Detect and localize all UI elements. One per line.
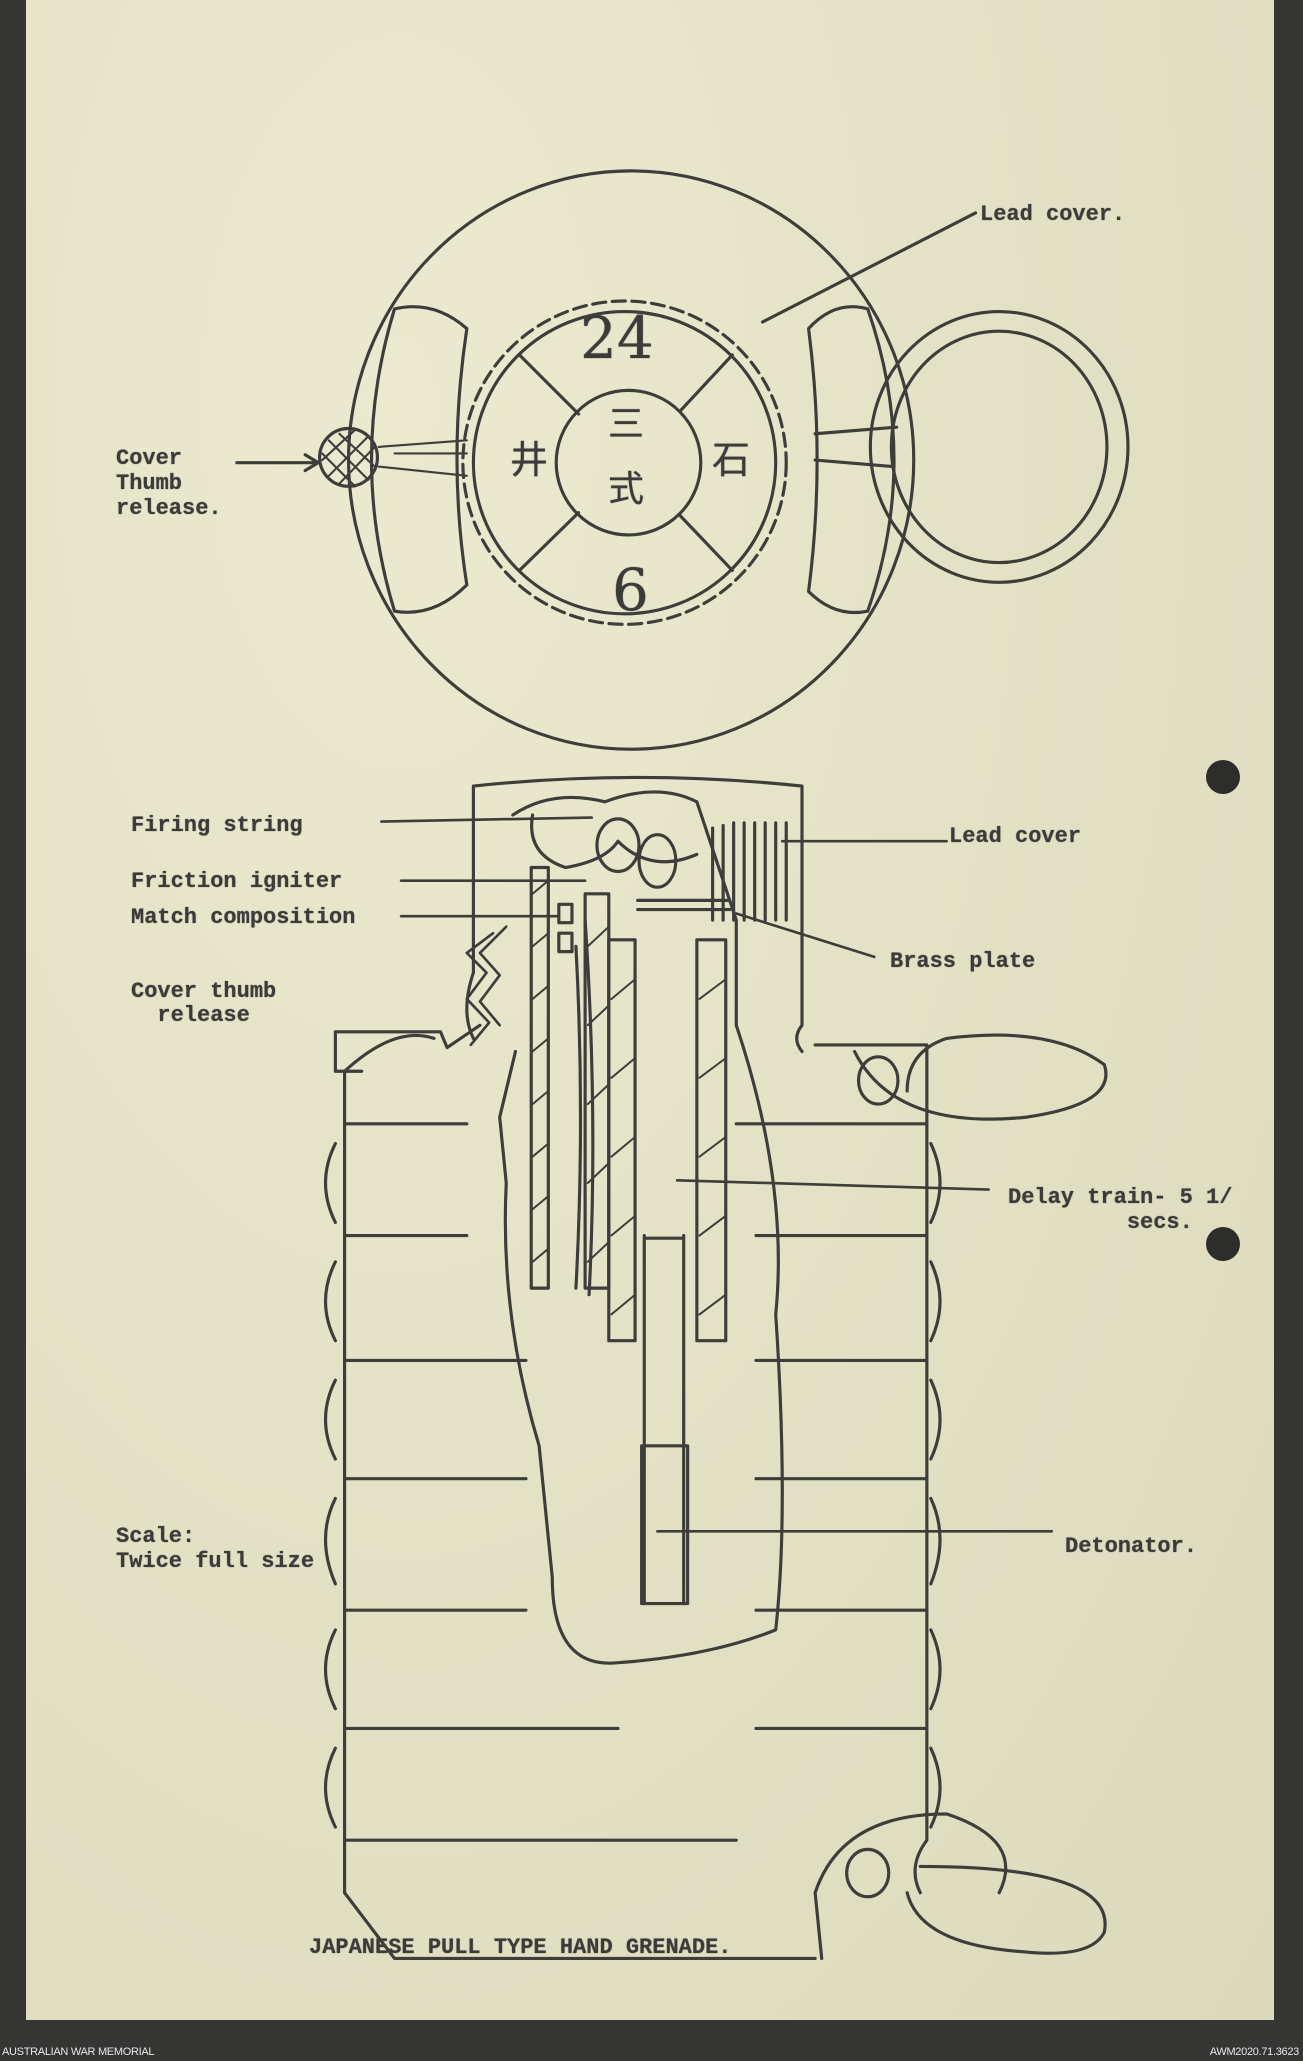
label-firing-string: Firing string — [131, 813, 303, 838]
label-detonator: Detonator. — [1065, 1534, 1198, 1559]
label-cover-thumb-release-top-1: Cover — [116, 446, 183, 471]
dial-marking-center-top: 三 — [608, 404, 645, 445]
top-view-drawing — [235, 169, 1130, 751]
label-scale-2: Twice full size — [116, 1549, 315, 1574]
label-scale-1: Scale: — [116, 1524, 196, 1549]
paper-sheet — [26, 0, 1274, 2020]
punch-hole — [1206, 1227, 1240, 1261]
label-lead-cover: Lead cover — [949, 824, 1082, 849]
dial-marking-bottom: 6 — [612, 556, 649, 624]
section-view-drawing — [323, 775, 1108, 1961]
dial-marking-left: 井 — [510, 438, 549, 482]
label-delay-train-1: Delay train- 5 1/ — [1008, 1185, 1233, 1210]
dial-marking-center-bottom: 式 — [608, 469, 645, 510]
footer-institution: AUSTRALIAN WAR MEMORIAL — [2, 2046, 155, 2058]
label-brass-plate: Brass plate — [890, 949, 1036, 974]
dial-marking-top: 24 — [580, 304, 654, 372]
document-title: JAPANESE PULL TYPE HAND GRENADE. — [309, 1935, 732, 1960]
label-cover-thumb-release-1: Cover thumb — [131, 979, 277, 1004]
label-cover-thumb-release-2: release — [131, 1003, 250, 1028]
label-lead-cover-top: Lead cover. — [980, 202, 1126, 227]
label-cover-thumb-release-top-3: release. — [116, 496, 222, 521]
dial-marking-right: 石 — [712, 438, 751, 482]
label-cover-thumb-release-top-2: Thumb — [116, 471, 183, 496]
label-friction-igniter: Friction igniter — [131, 869, 343, 894]
label-delay-train-2: secs. — [1008, 1210, 1193, 1235]
label-match-composition: Match composition — [131, 905, 356, 930]
punch-hole — [1206, 760, 1240, 794]
footer-accession-number: AWM2020.71.3623 — [1209, 2046, 1300, 2058]
